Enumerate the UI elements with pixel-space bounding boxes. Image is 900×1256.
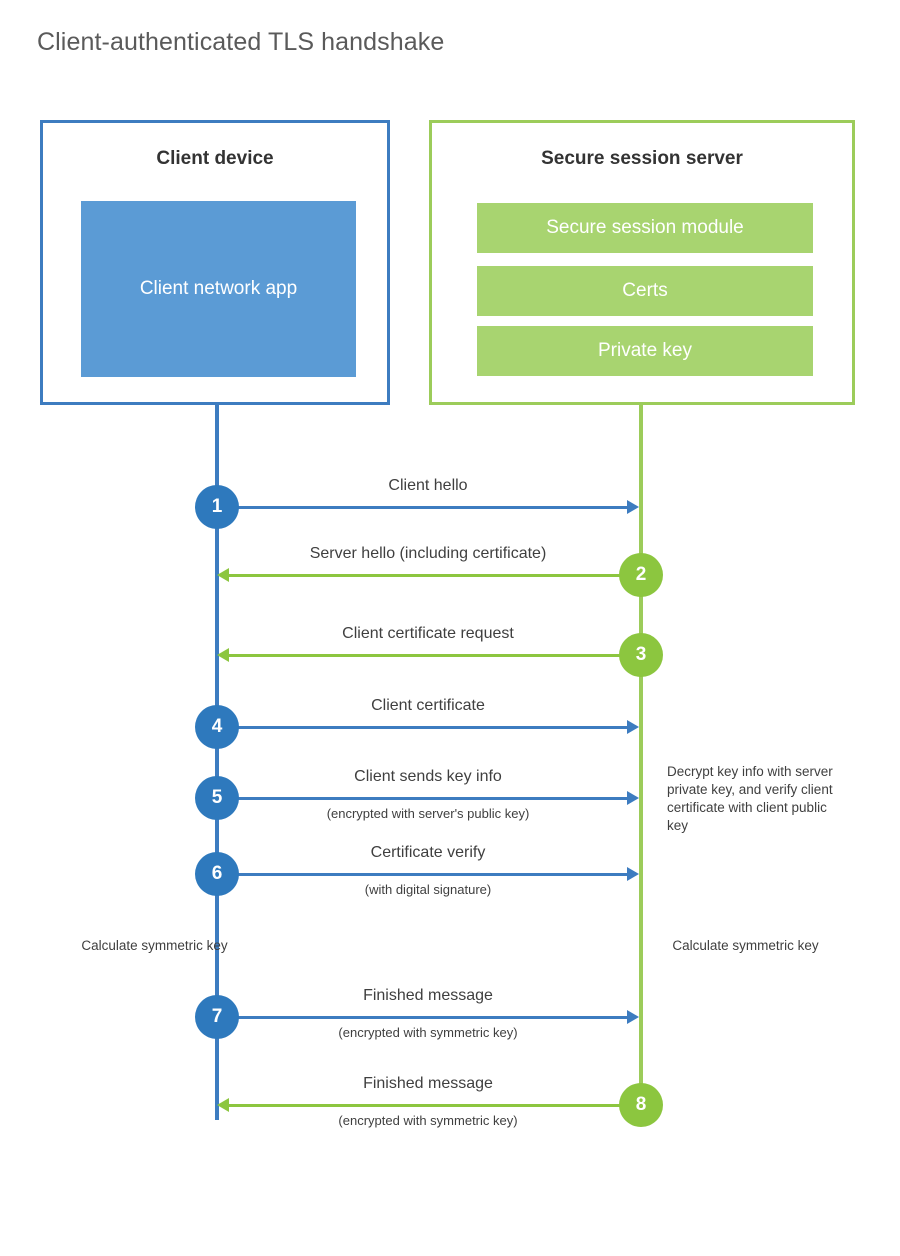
server-lifeline (639, 405, 643, 1105)
page-title: Client-authenticated TLS handshake (37, 28, 445, 56)
message-3-arrowhead (217, 648, 229, 662)
note-calculate-symmetric-key-client: Calculate symmetric key (81, 938, 228, 953)
message-6-arrowhead (627, 867, 639, 881)
step-circle-6[interactable]: 6 (195, 852, 239, 896)
message-5-arrowhead (627, 791, 639, 805)
message-5-label: Client sends key info (354, 768, 502, 785)
message-6-sublabel: (with digital signature) (364, 882, 492, 897)
message-6-shaft (217, 873, 627, 876)
message-8-shaft (229, 1104, 639, 1107)
message-1-label: Client hello (388, 477, 468, 494)
server-component-certs: Certs (477, 266, 813, 316)
client-device-title: Client device (156, 148, 274, 169)
client-lifeline (215, 405, 219, 1120)
client-network-app-label: Client network app (139, 278, 298, 299)
step-circle-4[interactable]: 4 (195, 705, 239, 749)
step-circle-2[interactable]: 2 (619, 553, 663, 597)
message-7-label: Finished message (363, 987, 493, 1004)
message-3-label: Client certificate request (342, 625, 514, 642)
message-1-arrowhead (627, 500, 639, 514)
secure-session-server-box: Secure session server Secure session mod… (429, 120, 855, 405)
message-2-shaft (229, 574, 639, 577)
client-network-app-block: Client network app (81, 201, 356, 377)
message-2-label: Server hello (including certificate) (309, 545, 547, 562)
message-1-shaft (217, 506, 627, 509)
message-8-label: Finished message (363, 1075, 493, 1092)
message-4-label: Client certificate (371, 697, 485, 714)
step-circle-1[interactable]: 1 (195, 485, 239, 529)
step-circle-5[interactable]: 5 (195, 776, 239, 820)
message-7-sublabel: (encrypted with symmetric key) (338, 1025, 518, 1040)
note-calculate-symmetric-key-server: Calculate symmetric key (672, 938, 819, 953)
step-circle-3[interactable]: 3 (619, 633, 663, 677)
message-5-sublabel: (encrypted with server's public key) (326, 806, 530, 821)
message-3-shaft (229, 654, 639, 657)
message-8-sublabel: (encrypted with symmetric key) (338, 1113, 518, 1128)
server-component-secure-session-module: Secure session module (477, 203, 813, 253)
message-4-arrowhead (627, 720, 639, 734)
message-8-arrowhead (217, 1098, 229, 1112)
message-5-shaft (217, 797, 627, 800)
server-component-private-key: Private key (477, 326, 813, 376)
note-decrypt-key-info: Decrypt key info with server private key… (667, 764, 833, 833)
message-2-arrowhead (217, 568, 229, 582)
secure-session-server-title: Secure session server (541, 148, 743, 169)
client-device-box: Client device Client network app (40, 120, 390, 405)
message-7-arrowhead (627, 1010, 639, 1024)
step-circle-8[interactable]: 8 (619, 1083, 663, 1127)
message-4-shaft (217, 726, 627, 729)
message-7-shaft (217, 1016, 627, 1019)
step-circle-7[interactable]: 7 (195, 995, 239, 1039)
message-6-label: Certificate verify (370, 844, 486, 861)
